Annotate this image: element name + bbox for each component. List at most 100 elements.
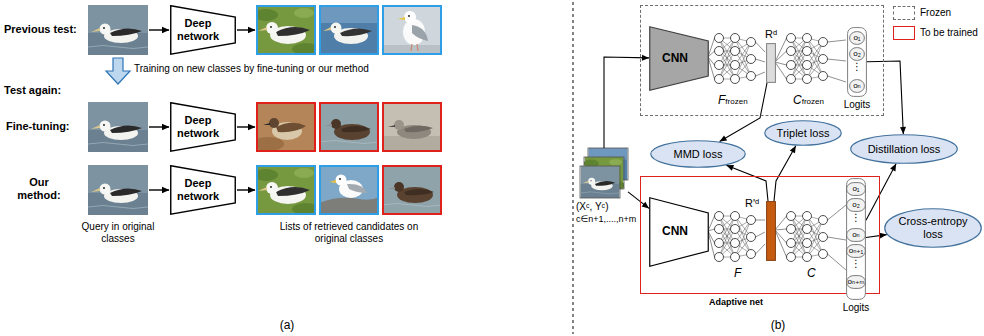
logits-column: Logits⋮⋮o₁o₂oₙoₙ₊₁oₙ₊ₘ (846, 178, 866, 300)
cnn-block: CNN (649, 26, 709, 91)
row-label: Fine-tuning: (6, 120, 70, 133)
logit-unit-shape (850, 48, 865, 61)
node-text: CNN (662, 225, 688, 239)
logit-unit: o₂ (849, 47, 865, 61)
fc-layers (715, 212, 756, 262)
loss-ellipse: Cross-entropy loss (884, 208, 982, 248)
feature-vector: R'ᵈ (766, 201, 776, 261)
network-block-shape (171, 103, 236, 152)
flow-arrow (237, 189, 255, 190)
node-text: oₙ (852, 230, 860, 239)
legend-text: To be trained (920, 27, 978, 39)
node-text: Triplet loss (777, 127, 830, 140)
training-arrow (106, 58, 130, 84)
logit-unit: o₁ (849, 31, 865, 45)
node-text: oₙ₊ₘ (848, 277, 865, 286)
node-text: Distillation loss (868, 143, 941, 156)
feature-vector-shape (767, 202, 776, 261)
correct-frame (257, 6, 315, 54)
fan-lines (828, 205, 847, 270)
arrow-head (720, 135, 728, 141)
fan-lines (756, 220, 766, 254)
wrong-frame (257, 103, 315, 151)
panel-label: (b) (771, 318, 786, 332)
logit-unit: oₙ₊₁ (846, 244, 866, 258)
node-text: c∈n+1,....,n+m (576, 214, 636, 224)
wrong-frame (383, 166, 441, 214)
connector-line (726, 165, 768, 201)
photo-row (88, 102, 442, 152)
input-photo (581, 166, 619, 198)
correct-frame (320, 166, 378, 214)
node-text: ⋮ (852, 61, 862, 73)
logit-unit: oₙ₊ₘ (846, 275, 866, 289)
connector (866, 233, 887, 239)
query-photo (88, 5, 148, 55)
fc-layers (787, 34, 828, 84)
input-stack (580, 148, 628, 198)
node-text: F (734, 267, 741, 281)
fan-lines (775, 216, 787, 257)
row-label: Previous test: (4, 23, 77, 36)
photo-frame (580, 166, 620, 198)
legend-swatch (893, 26, 915, 40)
cnn-block-shape (650, 27, 709, 91)
adaptive-module: FCAdaptive netCNNR'ᵈ (640, 176, 880, 294)
loss-ellipse-shape (651, 141, 746, 168)
arrow-head (890, 164, 896, 172)
connector (867, 61, 906, 134)
connector-line (720, 83, 767, 141)
logits-column: Logits⋮o₁o₂oₙ (847, 27, 867, 97)
result-photo (319, 102, 379, 152)
fan-lines (708, 38, 715, 79)
caption-note: Query in original classes (81, 221, 155, 245)
network-block-shape (171, 166, 236, 215)
arrow-head (879, 233, 886, 239)
connector (866, 164, 896, 220)
caption-note: Lists of retrieved candidates on origina… (279, 221, 419, 245)
logits-column-shape (848, 28, 867, 97)
flow-arrow (149, 189, 169, 190)
loss-ellipse: Triplet loss (764, 120, 842, 146)
loss-ellipse-shape (851, 135, 958, 164)
node-text: Deep network (173, 177, 223, 202)
cnn-block: CNN (649, 197, 709, 267)
correct-frame (320, 6, 378, 54)
result-photo (382, 102, 442, 152)
node-text: Deep network (173, 17, 223, 42)
loss-ellipse: Distillation loss (850, 134, 958, 164)
correct-frame (257, 166, 315, 214)
photo-row (88, 5, 442, 55)
cnn-block-shape (650, 198, 709, 267)
feature-vector-shape (767, 44, 776, 83)
logits-column-shape (847, 179, 866, 300)
fan-lines (775, 38, 787, 79)
loss-ellipse-shape (765, 121, 842, 146)
node-text: Adaptive net (709, 297, 763, 307)
node-text: Cfrozen (793, 94, 824, 108)
logit-unit-shape (847, 245, 866, 258)
result-photo (319, 165, 379, 215)
flow-arrow (237, 126, 255, 127)
logit-unit-shape (850, 80, 865, 93)
result-photo (319, 5, 379, 55)
node-text: ⋮ (851, 212, 861, 224)
connector (628, 192, 649, 209)
frozen-module: FfrozenCfrozenCNNRᵈLogits⋮o₁o₂oₙ (640, 5, 884, 116)
node-text: Logits (844, 99, 871, 111)
wrong-frame (320, 103, 378, 151)
feature-vector-outline (766, 43, 776, 83)
result-photo (382, 165, 442, 215)
logit-unit: o₁ (846, 182, 866, 196)
flow-arrow (149, 126, 169, 127)
node-text: oₙ₊₁ (849, 246, 864, 255)
result-photo (252, 102, 316, 152)
node-text: oₙ (853, 81, 861, 90)
node-text: R'ᵈ (745, 197, 759, 210)
adaptive-layers (708, 205, 846, 270)
fc-layers (715, 34, 756, 84)
node-text: Cross-entropy loss (896, 215, 970, 240)
logit-unit-shape (847, 183, 866, 196)
node-text: (Xᶜ, Yᶜ) (576, 201, 608, 213)
